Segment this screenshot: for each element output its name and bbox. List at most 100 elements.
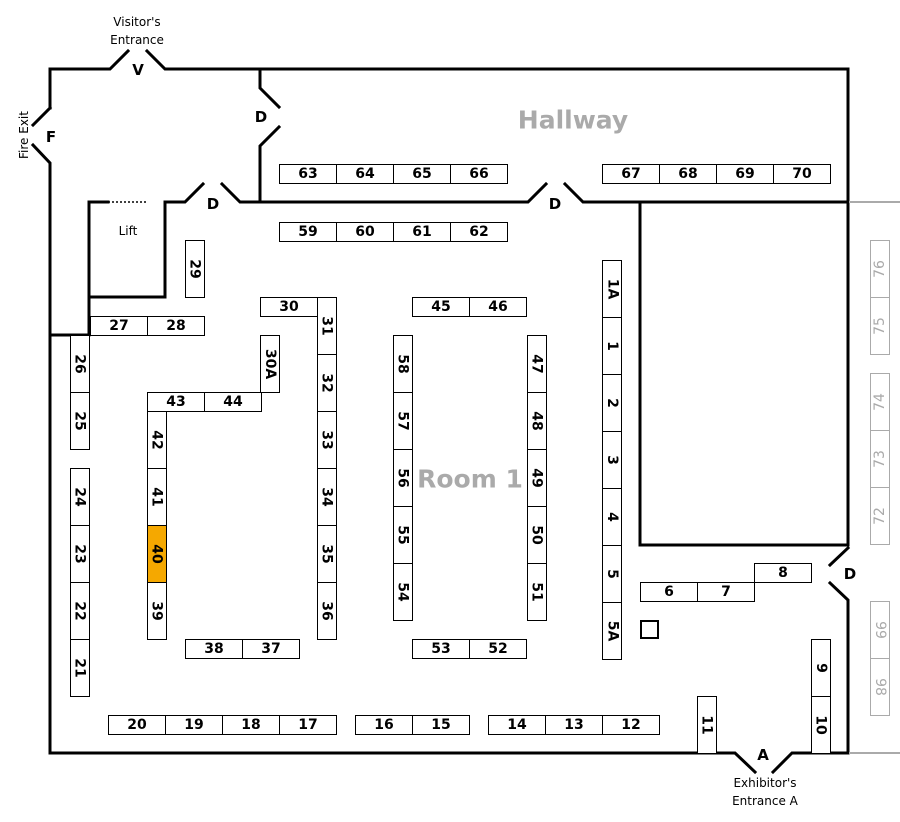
booth-72[interactable]: 72 (870, 487, 890, 545)
booth-37[interactable]: 37 (242, 639, 300, 659)
booth-label: 37 (261, 641, 281, 657)
booth-3[interactable]: 3 (602, 431, 622, 489)
booth-23[interactable]: 23 (70, 525, 90, 583)
booth-5[interactable]: 5 (602, 545, 622, 603)
booth-49[interactable]: 49 (527, 449, 547, 507)
booth-34[interactable]: 34 (317, 468, 337, 526)
booth-75[interactable]: 75 (870, 297, 890, 355)
booth-36[interactable]: 36 (317, 582, 337, 640)
booth-67[interactable]: 67 (602, 164, 660, 184)
booth-52[interactable]: 52 (469, 639, 527, 659)
booth-55[interactable]: 55 (393, 506, 413, 564)
booth-7[interactable]: 7 (697, 582, 755, 602)
booth-label: 66 (469, 166, 489, 182)
booth-11[interactable]: 11 (697, 696, 717, 754)
booth-27[interactable]: 27 (90, 316, 148, 336)
booth-47[interactable]: 47 (527, 335, 547, 393)
booth-1a[interactable]: 1A (602, 260, 622, 318)
booth-label: 52 (488, 641, 508, 657)
booth-28[interactable]: 28 (147, 316, 205, 336)
booth-40[interactable]: 40 (147, 525, 167, 583)
door-lift[interactable]: D (206, 195, 220, 213)
booth-70[interactable]: 70 (773, 164, 831, 184)
booth-66[interactable]: 66 (450, 164, 508, 184)
booth-43[interactable]: 43 (147, 392, 205, 412)
booth-74[interactable]: 74 (870, 373, 890, 431)
booth-22[interactable]: 22 (70, 582, 90, 640)
booth-2[interactable]: 2 (602, 374, 622, 432)
booth-51[interactable]: 51 (527, 563, 547, 621)
door-visitor[interactable]: V (132, 61, 144, 79)
booth-60[interactable]: 60 (336, 222, 394, 242)
booth-19[interactable]: 19 (165, 715, 223, 735)
door-exhibitor[interactable]: A (757, 746, 769, 764)
booth-54[interactable]: 54 (393, 563, 413, 621)
booth-8[interactable]: 8 (754, 563, 812, 583)
booth-98[interactable]: 98 (870, 658, 890, 716)
booth-24[interactable]: 24 (70, 468, 90, 526)
booth-25[interactable]: 25 (70, 392, 90, 450)
booth-12[interactable]: 12 (602, 715, 660, 735)
booth-15[interactable]: 15 (412, 715, 470, 735)
booth-68[interactable]: 68 (659, 164, 717, 184)
booth-label: 99 (871, 621, 888, 639)
booth-21[interactable]: 21 (70, 639, 90, 697)
booth-39[interactable]: 39 (147, 582, 167, 640)
booth-41[interactable]: 41 (147, 468, 167, 526)
door-hall-left[interactable]: D (254, 108, 268, 126)
booth-label: 2 (604, 398, 620, 408)
booth-label: 1 (604, 341, 620, 351)
booth-30a[interactable]: 30A (260, 335, 280, 393)
booth-32[interactable]: 32 (317, 354, 337, 412)
booth-76[interactable]: 76 (870, 240, 890, 298)
booth-20[interactable]: 20 (108, 715, 166, 735)
booth-38[interactable]: 38 (185, 639, 243, 659)
booth-48[interactable]: 48 (527, 392, 547, 450)
booth-4[interactable]: 4 (602, 488, 622, 546)
door-right[interactable]: D (843, 565, 857, 583)
hallway-label: Hallway (517, 105, 629, 135)
visitors-entrance-line1: Visitor's (113, 15, 161, 29)
booth-29[interactable]: 29 (185, 240, 205, 298)
booth-6[interactable]: 6 (640, 582, 698, 602)
booth-5a[interactable]: 5A (602, 602, 622, 660)
booth-10[interactable]: 10 (811, 696, 831, 754)
booth-58[interactable]: 58 (393, 335, 413, 393)
booth-45[interactable]: 45 (412, 297, 470, 317)
booth-56[interactable]: 56 (393, 449, 413, 507)
booth-69[interactable]: 69 (716, 164, 774, 184)
booth-99[interactable]: 99 (870, 601, 890, 659)
door-fire-exit[interactable]: F (45, 128, 57, 146)
booth-label: 73 (871, 450, 888, 468)
booth-label: 58 (395, 354, 412, 374)
exhibitors-entrance-label: Exhibitor's Entrance A (732, 774, 798, 810)
booth-1[interactable]: 1 (602, 317, 622, 375)
booth-63[interactable]: 63 (279, 164, 337, 184)
booth-53[interactable]: 53 (412, 639, 470, 659)
booth-14[interactable]: 14 (488, 715, 546, 735)
booth-label: 1A (604, 278, 621, 300)
booth-50[interactable]: 50 (527, 506, 547, 564)
booth-9[interactable]: 9 (811, 639, 831, 697)
booth-64[interactable]: 64 (336, 164, 394, 184)
booth-33[interactable]: 33 (317, 411, 337, 469)
booth-18[interactable]: 18 (222, 715, 280, 735)
booth-57[interactable]: 57 (393, 392, 413, 450)
booth-35[interactable]: 35 (317, 525, 337, 583)
booth-46[interactable]: 46 (469, 297, 527, 317)
booth-30[interactable]: 30 (260, 297, 318, 317)
booth-13[interactable]: 13 (545, 715, 603, 735)
booth-73[interactable]: 73 (870, 430, 890, 488)
booth-59[interactable]: 59 (279, 222, 337, 242)
booth-31[interactable]: 31 (317, 297, 337, 355)
booth-44[interactable]: 44 (204, 392, 262, 412)
booth-65[interactable]: 65 (393, 164, 451, 184)
booth-26[interactable]: 26 (70, 335, 90, 393)
booth-62[interactable]: 62 (450, 222, 508, 242)
booth-42[interactable]: 42 (147, 411, 167, 469)
booth-16[interactable]: 16 (355, 715, 413, 735)
door-hall-mid[interactable]: D (548, 195, 562, 213)
booth-61[interactable]: 61 (393, 222, 451, 242)
booth-17[interactable]: 17 (279, 715, 337, 735)
booth-label: 68 (678, 166, 698, 182)
